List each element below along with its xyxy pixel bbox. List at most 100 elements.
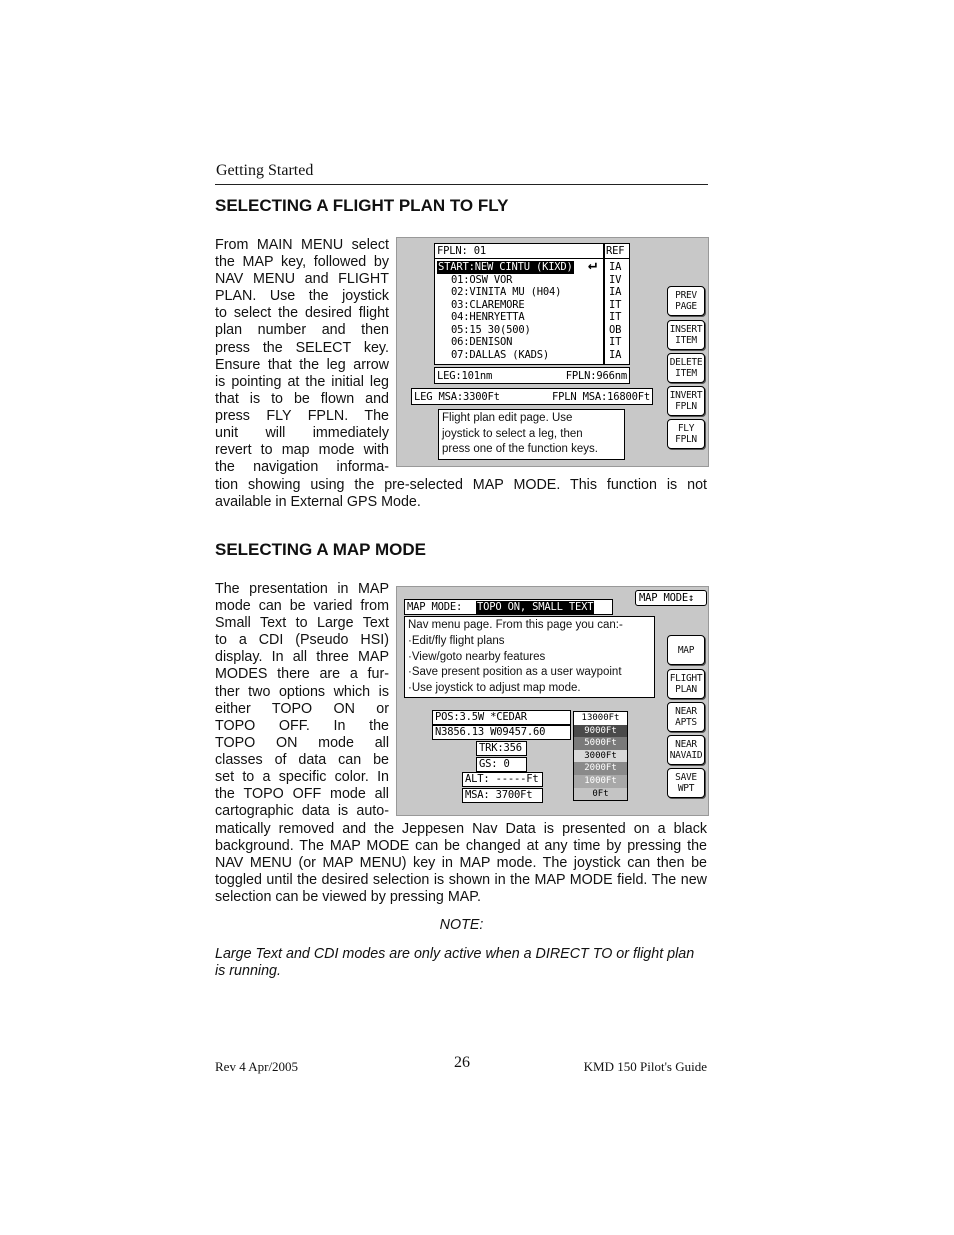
altitude-band: 0Ft: [574, 787, 627, 801]
fpln-distance: FPLN:966nm: [565, 369, 627, 382]
groundspeed-readout: GS: 0: [476, 757, 527, 772]
ref-code: IA: [609, 261, 622, 273]
altitude-band: 13000Ft: [574, 712, 627, 725]
fpln-row[interactable]: 06:DENISON: [451, 336, 513, 348]
fpln-row[interactable]: 01:OSW VOR: [451, 273, 513, 286]
text-line: the TOPO OFF mode all: [215, 786, 389, 803]
text-line: set to a specific color. In: [215, 769, 389, 786]
note-text: Large Text and CDI modes are only active…: [215, 946, 695, 980]
help-box: Flight plan edit page. Use joystick to s…: [438, 409, 625, 460]
footer-guide-title: KMD 150 Pilot's Guide: [583, 1059, 707, 1074]
position-readout: POS:3.5W *CEDAR: [432, 710, 571, 725]
ref-code: IA: [609, 348, 622, 361]
msa-bar: LEG MSA:3300Ft FPLN MSA:16800Ft: [411, 388, 653, 405]
text-line: that is to be flown and: [215, 390, 389, 407]
fpln-row[interactable]: 05:15 30(500): [451, 323, 531, 336]
ref-code: OB: [609, 323, 622, 336]
nav-menu-help: Nav menu page. From this page you can:- …: [404, 616, 655, 698]
nav-menu-screenshot: MAP MODE: TOPO ON, SMALL TEXT MAP MODE↕ …: [396, 586, 709, 816]
coordinates-readout: N3856.13 W09457.60: [432, 725, 571, 740]
help-line: press one of the function keys.: [442, 443, 598, 455]
help-line: Nav menu page. From this page you can:-: [408, 619, 623, 631]
text-line: cartographic data is auto-: [215, 803, 389, 820]
section1-tail-paragraph: tion showing using the pre-selected MAP …: [215, 477, 707, 511]
text-line: to select the desired flight: [215, 305, 389, 322]
leg-arrow-icon: ↵: [588, 255, 597, 273]
text-line: is pointing at the initial leg: [215, 373, 389, 390]
fpln-row[interactable]: 04:HENRYETTA: [451, 311, 525, 323]
leg-distance: LEG:101nm: [437, 369, 493, 382]
map-mode-label: MAP MODE:: [407, 601, 463, 613]
help-line: ·Save present position as a user waypoin…: [408, 666, 622, 679]
text-line: Small Text to Large Text: [215, 615, 389, 632]
text-line: MODES there are a fur-: [215, 666, 389, 683]
note-label: NOTE:: [439, 917, 484, 933]
altitude-legend: 13000Ft 9000Ft 5000Ft 3000Ft 2000Ft 1000…: [573, 711, 628, 802]
text-line: plan number and then: [215, 322, 389, 339]
text-line: unit will immediately: [215, 425, 389, 442]
text-line: Ensure that the leg arrow: [215, 356, 389, 373]
text-line: the navigation informa-: [215, 459, 389, 476]
text-line: NAV MENU and FLIGHT: [215, 271, 389, 288]
page-number: 26: [454, 1054, 470, 1071]
section-title-map-mode: SELECTING A MAP MODE: [215, 540, 426, 559]
altitude-band: 9000Ft: [574, 724, 627, 738]
text-line: PLAN. Use the joystick: [215, 288, 389, 305]
text-line: The presentation in MAP: [215, 581, 389, 597]
text-line: press the SELECT key.: [215, 339, 389, 356]
ref-code: IT: [609, 298, 622, 311]
flight-plan-list: FPLN: 01 REF START:NEW CINTU (KIXD) ↵ IA…: [434, 243, 630, 365]
leg-msa: LEG MSA:3300Ft: [414, 390, 500, 403]
text-line: ther two options which is: [215, 683, 389, 700]
fpln-row[interactable]: 03:CLAREMORE: [451, 298, 525, 311]
help-line: ·Use joystick to adjust map mode.: [408, 682, 581, 695]
fpln-number: FPLN: 01: [437, 245, 486, 257]
text-line: revert to map mode with: [215, 442, 389, 459]
footer-revision: Rev 4 Apr/2005: [215, 1059, 299, 1074]
help-line: ·View/goto nearby features: [408, 650, 546, 663]
altitude-band: 3000Ft: [574, 749, 627, 763]
ref-code: IT: [609, 311, 622, 323]
map-mode-field[interactable]: MAP MODE: TOPO ON, SMALL TEXT: [404, 599, 613, 615]
map-mode-button[interactable]: MAP MODE↕: [635, 590, 707, 606]
map-mode-value[interactable]: TOPO ON, SMALL TEXT: [476, 601, 595, 614]
running-header: Getting Started: [216, 162, 314, 179]
header-rule: [215, 184, 708, 185]
msa-readout: MSA: 3700Ft: [462, 788, 543, 803]
fpln-row[interactable]: 02:VINITA MU (H04): [451, 286, 562, 298]
section1-wrap-paragraph: From MAIN MENU select the MAP key, follo…: [215, 237, 389, 476]
help-line: Flight plan edit page. Use: [442, 412, 573, 424]
section2-tail-paragraph: matically removed and the Jeppesen Nav D…: [215, 821, 707, 906]
altitude-band: 5000Ft: [574, 737, 627, 750]
start-row[interactable]: START:NEW CINTU (KIXD): [437, 261, 574, 274]
help-line: ·Edit/fly flight plans: [408, 634, 505, 647]
altitude-readout: ALT: -----Ft: [462, 772, 543, 787]
help-line: joystick to select a leg, then: [442, 427, 583, 440]
ref-code: IV: [609, 273, 622, 286]
ref-code: IT: [609, 336, 622, 348]
text-line: mode can be varied from: [215, 598, 389, 615]
altitude-band: 2000Ft: [574, 762, 627, 775]
section-title-flight-plan: SELECTING A FLIGHT PLAN TO FLY: [215, 196, 509, 215]
text-line: the MAP key, followed by: [215, 254, 389, 271]
text-line: press FLY FPLN. The: [215, 407, 389, 424]
map-button[interactable]: MAP: [667, 635, 705, 665]
leg-distance-bar: LEG:101nm FPLN:966nm: [434, 367, 630, 384]
text-line: to a CDI (Pseudo HSI): [215, 632, 389, 649]
ref-code: IA: [609, 286, 622, 298]
text-line: TOPO ON mode all: [215, 734, 389, 751]
track-readout: TRK:356: [476, 741, 527, 756]
fpln-msa: FPLN MSA:16800Ft: [552, 390, 650, 403]
fpln-row[interactable]: 07:DALLAS (KADS): [451, 348, 549, 361]
section2-wrap-paragraph: The presentation in MAP mode can be vari…: [215, 581, 389, 820]
flight-plan-edit-screenshot: FPLN: 01 REF START:NEW CINTU (KIXD) ↵ IA…: [396, 237, 709, 467]
